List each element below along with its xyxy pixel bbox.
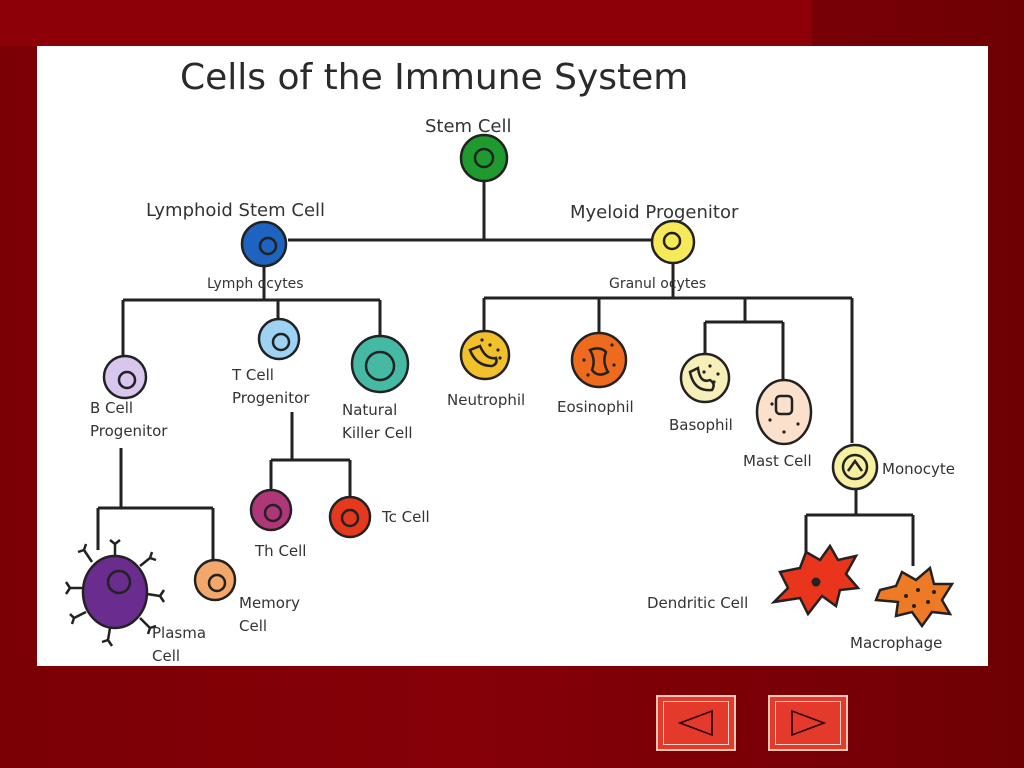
lymphocytes-label: Lymph ocytes [207,276,304,292]
natural-killer-cell-node [350,334,410,394]
myeloid-progenitor-node [650,219,696,265]
stem-cell-node [459,133,509,183]
plasma-cell-node [64,539,166,647]
dendritic-cell-node [770,543,861,617]
memory-cell-label-line1: Memory [239,594,300,612]
macrophage-label: Macrophage [850,634,942,652]
previous-slide-button[interactable] [656,695,736,751]
b-cell-progenitor-node [102,354,148,400]
eosinophil-label: Eosinophil [557,398,634,416]
mast-cell-node [755,378,813,446]
natural-killer-cell-label-line2: Killer Cell [342,424,413,442]
b-cell-progenitor-label-line1: B Cell [90,399,133,417]
granulocytes-label: Granul ocytes [609,276,706,292]
plasma-cell-label-line1: Plasma [152,624,206,642]
lymphoid-stem-cell-label: Lymphoid Stem Cell [146,200,325,221]
memory-cell-label: Memory Cell [239,594,305,635]
next-slide-button[interactable] [768,695,848,751]
triangle-left-icon [677,709,713,737]
monocyte-label: Monocyte [882,460,955,478]
memory-cell-node [193,558,237,602]
stem-cell-label: Stem Cell [425,116,511,137]
plasma-cell-label-line2: Cell [152,647,180,665]
t-cell-progenitor-label-line1: T Cell [231,366,274,384]
monocyte-node [831,443,879,491]
top-band [0,0,812,46]
connector-lines [96,180,915,566]
t-cell-progenitor-node [257,317,301,361]
b-cell-progenitor-label: B Cell Progenitor [90,399,168,440]
th-cell-node [249,488,293,532]
plasma-cell-label: Plasma Cell [152,624,211,665]
macrophage-node [874,565,955,629]
natural-killer-cell-label-line1: Natural [342,401,397,419]
mast-cell-label: Mast Cell [743,452,812,470]
eosinophil-node [570,331,628,389]
basophil-label: Basophil [669,416,733,434]
natural-killer-cell-label: Natural Killer Cell [342,401,413,442]
th-cell-label: Th Cell [254,542,306,560]
t-cell-progenitor-label: T Cell Progenitor [231,366,310,407]
memory-cell-label-line2: Cell [239,617,267,635]
neutrophil-node [459,329,511,381]
dendritic-cell-label: Dendritic Cell [647,594,748,612]
lymphoid-stem-cell-node [240,220,288,268]
b-cell-progenitor-label-line2: Progenitor [90,422,168,440]
triangle-right-icon [791,709,827,737]
myeloid-progenitor-label: Myeloid Progenitor [570,202,739,223]
basophil-node [679,352,731,404]
t-cell-progenitor-label-line2: Progenitor [232,389,310,407]
tc-cell-node [328,495,372,539]
diagram-title: Cells of the Immune System [180,57,688,98]
tc-cell-label: Tc Cell [381,508,430,526]
neutrophil-label: Neutrophil [447,391,525,409]
